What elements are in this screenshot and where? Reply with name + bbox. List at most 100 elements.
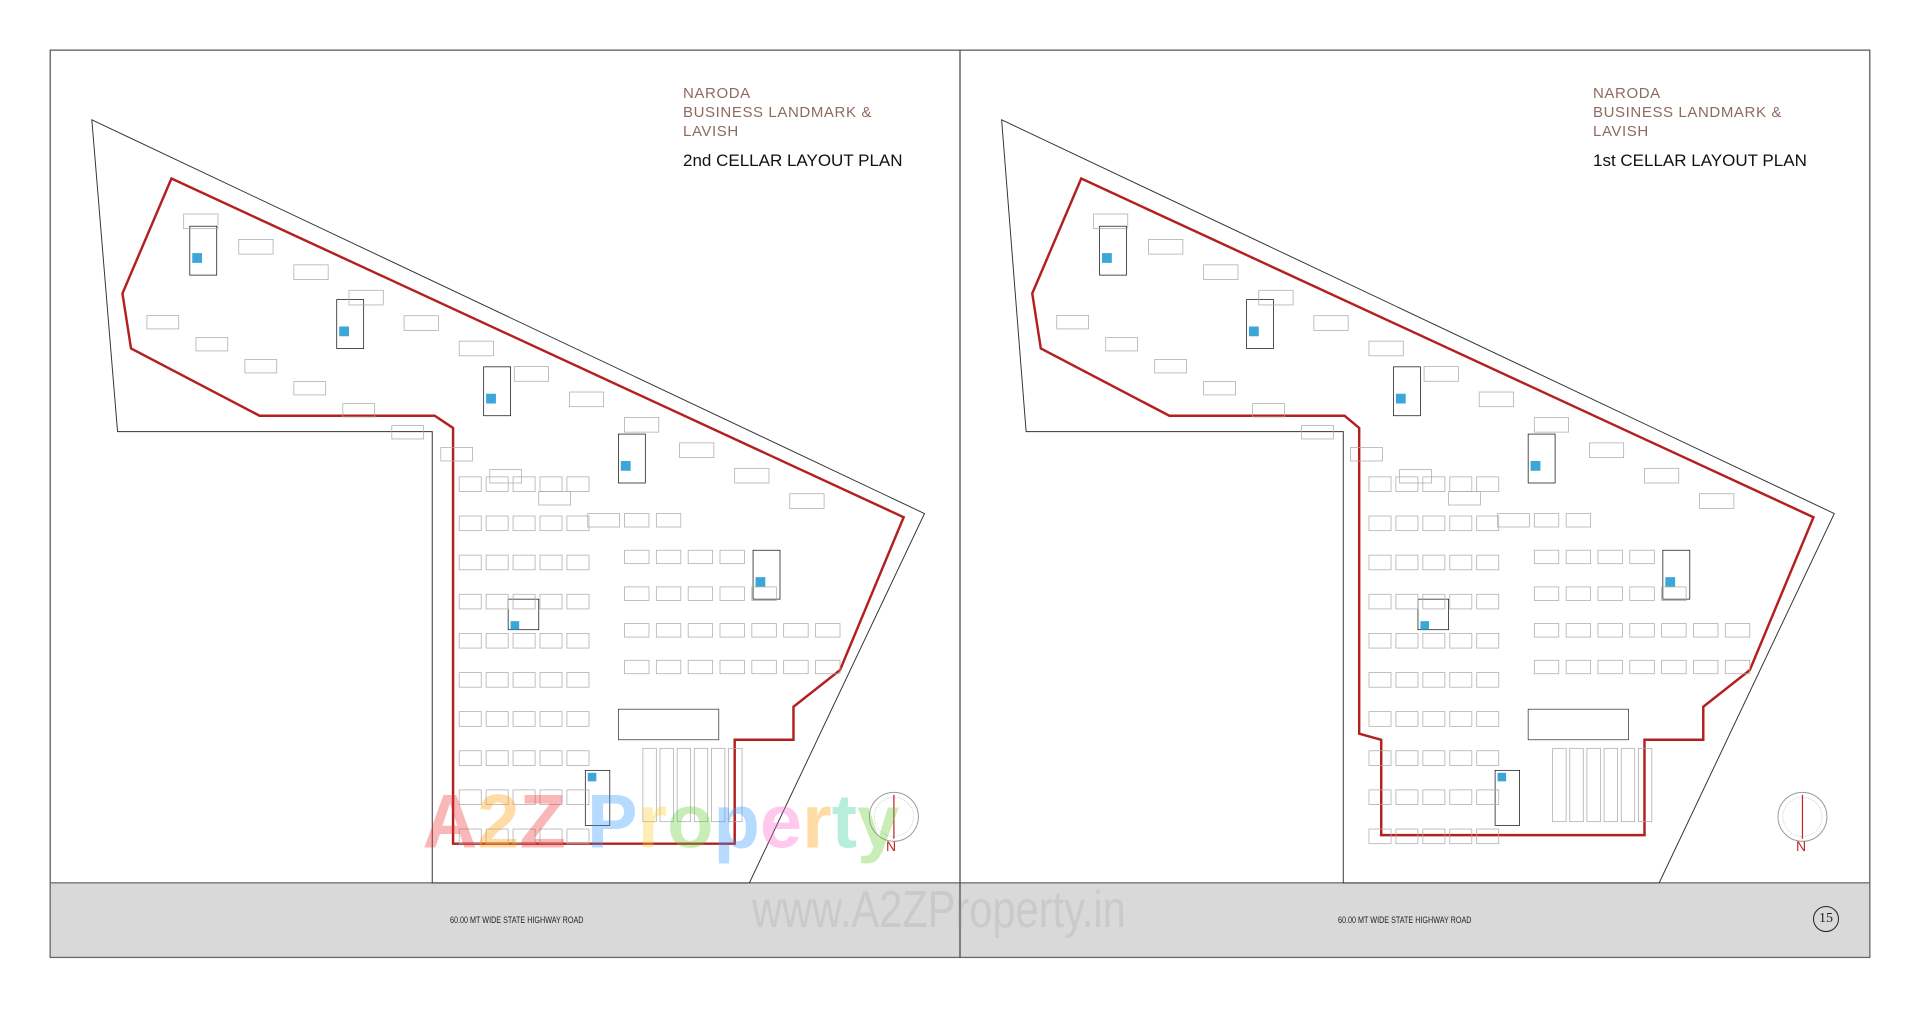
parking-bay	[1395, 789, 1419, 805]
brand-line: LAVISH	[683, 123, 739, 140]
road-label: 60.00 MT WIDE STATE HIGHWAY ROAD	[450, 915, 584, 925]
lift	[1248, 326, 1259, 337]
parking-bay	[1154, 359, 1187, 374]
parking-bay	[195, 337, 229, 352]
lift	[1497, 772, 1507, 782]
parking-bay	[1638, 747, 1653, 823]
parking-bay	[1399, 469, 1432, 484]
parking-bay	[1533, 549, 1560, 565]
parking-bay	[566, 554, 590, 571]
parking-bay	[1448, 491, 1481, 506]
parking-bay	[458, 633, 482, 649]
parking-bay	[751, 586, 777, 601]
parking-bay	[485, 515, 509, 532]
parking-bay	[1597, 659, 1623, 675]
parking-bay	[1476, 515, 1500, 532]
compass-icon	[1777, 791, 1828, 842]
parking-bay	[1569, 747, 1584, 823]
parking-bay	[1586, 747, 1601, 823]
parking-bay	[1449, 828, 1473, 845]
parking-bay	[1476, 828, 1500, 845]
parking-bay	[728, 747, 743, 823]
parking-bay	[1644, 467, 1680, 484]
parking-bay	[342, 403, 376, 418]
lift	[620, 460, 631, 471]
lift	[1530, 460, 1541, 471]
parking-bay	[538, 491, 571, 506]
parking-bay	[512, 711, 536, 727]
project-name: NARODA BUSINESS LANDMARK & LAVISH	[683, 84, 872, 141]
parking-bay	[624, 549, 650, 565]
parking-bay	[687, 623, 714, 638]
parking-bay	[1497, 513, 1530, 528]
parking-bay	[539, 515, 563, 532]
parking-bay	[1476, 554, 1500, 571]
lift	[1665, 577, 1676, 587]
parking-bay	[1478, 391, 1514, 408]
parking-bay	[458, 750, 482, 766]
parking-bay	[539, 711, 563, 727]
parking-bay	[512, 515, 536, 532]
parking-bay	[719, 586, 745, 601]
parking-bay	[485, 828, 509, 845]
parking-bay	[1368, 515, 1392, 532]
parking-bay	[1603, 747, 1618, 823]
stair-core	[1527, 433, 1556, 484]
parking-bay	[624, 513, 650, 528]
parking-bay	[1422, 554, 1446, 571]
parking-bay	[676, 747, 691, 823]
parking-bay	[183, 213, 219, 230]
parking-bay	[458, 789, 482, 805]
parking-bay	[1476, 593, 1500, 610]
parking-bay	[1422, 828, 1446, 845]
parking-bay	[1203, 381, 1236, 396]
parking-bay	[655, 586, 682, 601]
parking-bay	[783, 659, 809, 675]
parking-bay	[539, 789, 563, 805]
parking-bay	[1565, 513, 1591, 528]
parking-bay	[1597, 623, 1623, 638]
first-cellar-plan	[1001, 119, 1835, 884]
url-watermark: www.A2ZProperty.in	[752, 881, 1126, 939]
parking-bay	[659, 747, 674, 823]
stair-core	[189, 225, 218, 276]
lift	[1395, 393, 1406, 404]
parking-bay	[815, 623, 841, 638]
parking-bay	[751, 623, 777, 638]
parking-bay	[1395, 750, 1419, 766]
parking-bay	[719, 549, 745, 565]
parking-bay	[1449, 789, 1473, 805]
lift	[587, 772, 597, 782]
lift	[510, 621, 520, 630]
parking-bay	[1422, 789, 1446, 805]
parking-bay	[693, 747, 709, 823]
parking-bay	[587, 513, 620, 528]
parking-bay	[1368, 672, 1392, 688]
lift	[192, 253, 203, 263]
north-label: N	[886, 838, 897, 854]
brand-line: NARODA	[683, 85, 751, 102]
parking-bay	[1368, 554, 1392, 571]
parking-bay	[1661, 659, 1687, 675]
parking-bay	[566, 672, 590, 688]
parking-bay	[1148, 239, 1184, 255]
parking-bay	[1629, 623, 1655, 638]
parking-bay	[1476, 476, 1500, 492]
parking-bay	[1105, 337, 1138, 352]
parking-bay	[687, 659, 714, 675]
parking-bay	[1368, 711, 1392, 727]
parking-bay	[440, 447, 474, 462]
parking-bay	[1449, 633, 1473, 649]
parking-bay	[1368, 633, 1392, 649]
parking-bay	[1203, 264, 1239, 280]
parking-bay	[1368, 593, 1392, 610]
parking-bay	[1422, 633, 1446, 649]
parking-bay	[1476, 672, 1500, 688]
site-boundary	[1001, 119, 1835, 884]
parking-bay	[1597, 586, 1623, 601]
parking-bay	[485, 554, 509, 571]
parking-bay	[512, 476, 536, 492]
parking-bay	[1565, 549, 1591, 565]
parking-bay	[485, 593, 509, 610]
parking-bay	[1449, 750, 1473, 766]
